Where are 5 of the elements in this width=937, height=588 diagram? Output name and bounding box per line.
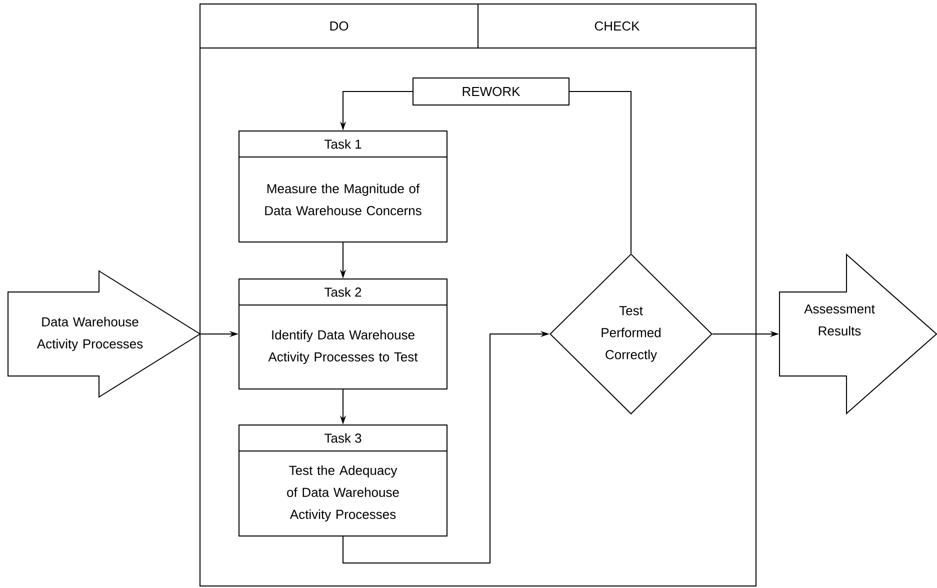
task-box: Task 3 Test the Adequacy of Data Warehouse Activity Processes xyxy=(238,424,448,536)
rework-box: REWORK xyxy=(412,78,570,106)
connector-line xyxy=(569,91,632,254)
task-box: Task 1 Measure the Magnitude of Data Warehouse Concerns xyxy=(238,130,448,242)
task-box: Task 2 Identify Data Warehouse Activity Processes to Test xyxy=(238,278,448,390)
